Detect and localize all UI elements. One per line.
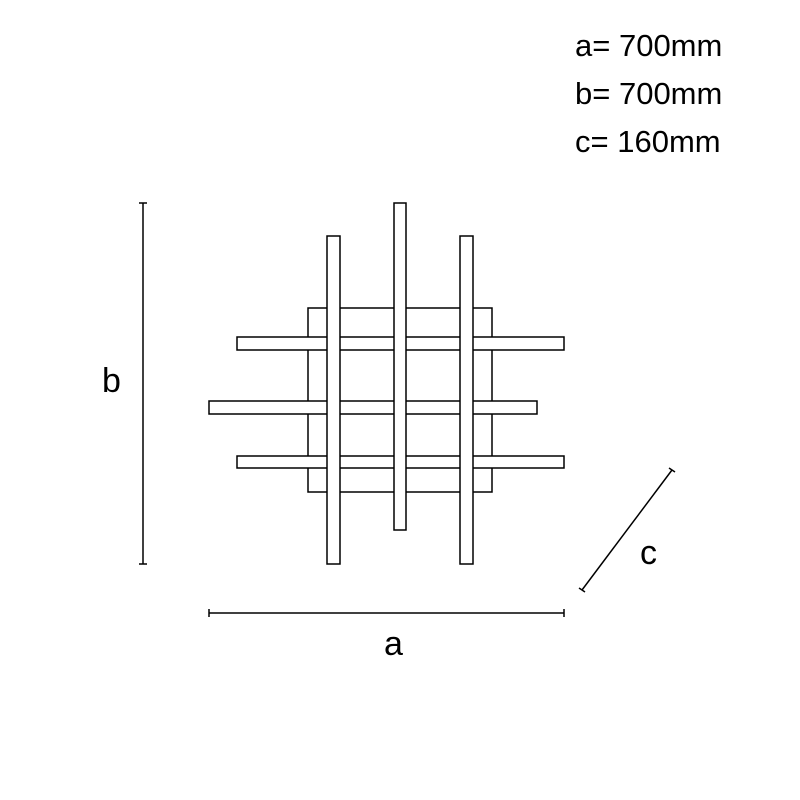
spec-b: b= 700mm [575,76,723,111]
vertical-bar-left [326,235,341,565]
dimension-label-c: c [640,534,657,572]
spec-c: c= 160mm [575,124,721,159]
dimension-line-c [578,467,676,593]
vertical-bar-center [393,202,407,531]
vertical-bar-right [459,235,474,565]
spec-a: a= 700mm [575,28,723,63]
dimension-label-a: a [384,625,403,663]
dimension-label-b: b [102,362,121,400]
dimension-line-b [139,202,147,565]
dimension-line-a [208,609,565,617]
horizontal-bar-middle [208,400,538,415]
dimension-specs-list: a= 700mm b= 700mm c= 160mm [575,22,722,166]
